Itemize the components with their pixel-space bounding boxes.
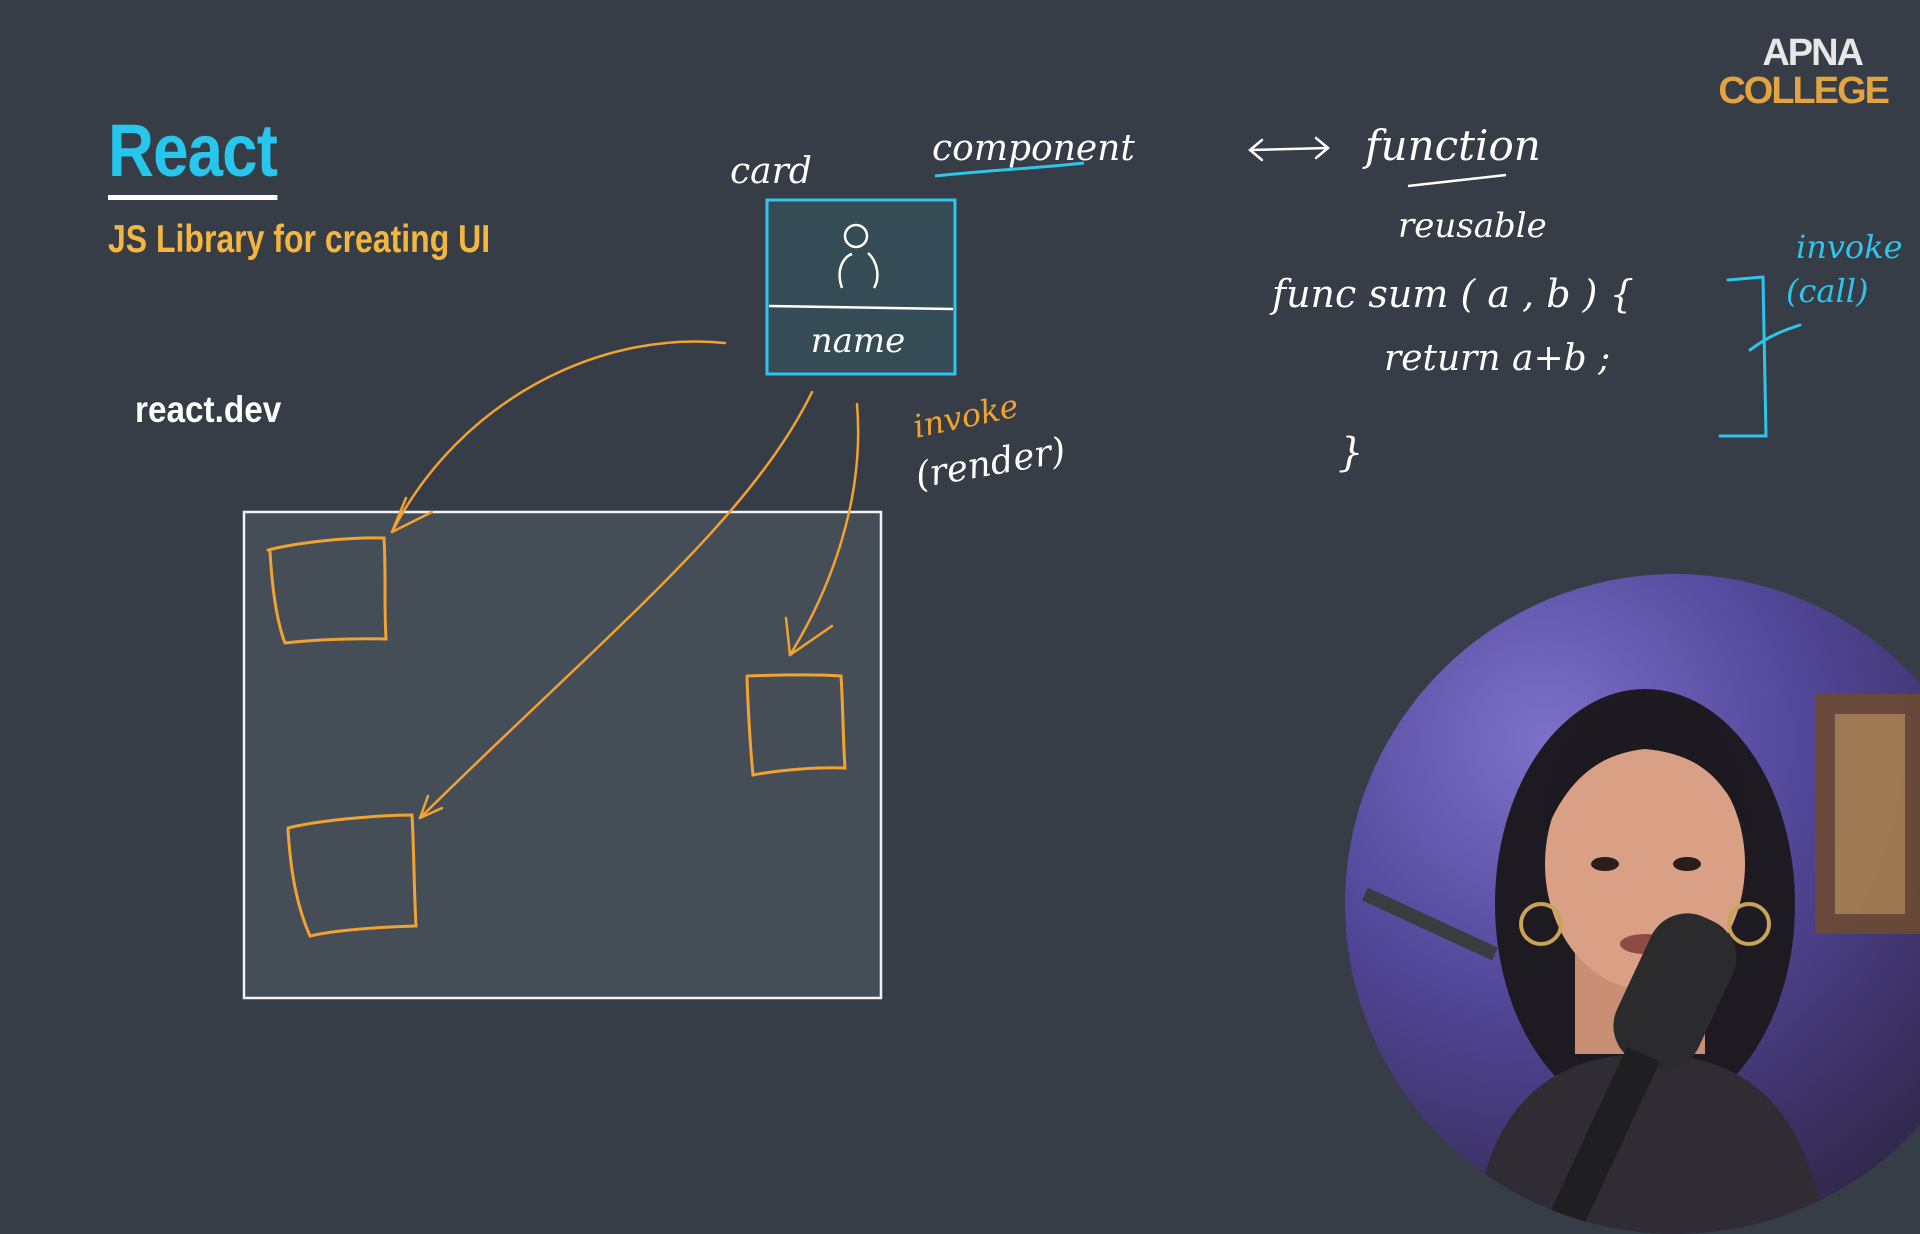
invoke-call-line-1: invoke (1796, 228, 1903, 266)
react-dev-link[interactable]: react.dev (135, 389, 282, 430)
annotation-card: card (730, 151, 812, 192)
component-box-3 (286, 813, 418, 938)
card-box (765, 198, 957, 376)
card-divider (768, 304, 954, 311)
code-close-brace: } (1338, 430, 1363, 476)
invoke-render-line-1: invoke (910, 387, 1022, 446)
arrow-to-box-2 (788, 402, 860, 657)
component-box-2 (745, 673, 847, 777)
arrow-to-box-3 (418, 390, 814, 820)
arrowhead-box-2 (784, 616, 834, 657)
code-line-2: return a+b ; (1384, 338, 1610, 379)
arrowhead-box-1 (390, 496, 434, 534)
webpage-frame (242, 510, 883, 1000)
card-component: name (765, 198, 957, 376)
slide-subtitle: JS Library for creating UI (108, 218, 491, 261)
double-arrow-icon (1248, 136, 1330, 162)
person-icon (838, 223, 879, 289)
code-bracket (1718, 275, 1802, 438)
render-arrows (390, 340, 860, 820)
annotation-component: component (932, 128, 1135, 169)
code-line-1: func sum ( a , b ) { (1269, 272, 1634, 316)
whiteboard-canvas: name card component function reusable fu… (242, 121, 1903, 1000)
annotation-reusable: reusable (1398, 206, 1547, 246)
logo-line-2: COLLEGE (1718, 70, 1890, 112)
slide-title: React (108, 108, 278, 200)
component-box-1 (266, 536, 388, 645)
arrowhead-box-3 (418, 794, 444, 820)
function-underline (1407, 173, 1507, 188)
component-underline (934, 161, 1085, 178)
card-field-name: name (811, 321, 906, 361)
apna-college-logo: APNA COLLEGE (1718, 32, 1890, 112)
arrow-to-box-1 (390, 340, 727, 534)
logo-line-1: APNA (1762, 32, 1864, 74)
invoke-call-line-2: (call) (1786, 272, 1868, 310)
component-boxes (266, 536, 847, 938)
annotation-function: function (1362, 121, 1541, 170)
